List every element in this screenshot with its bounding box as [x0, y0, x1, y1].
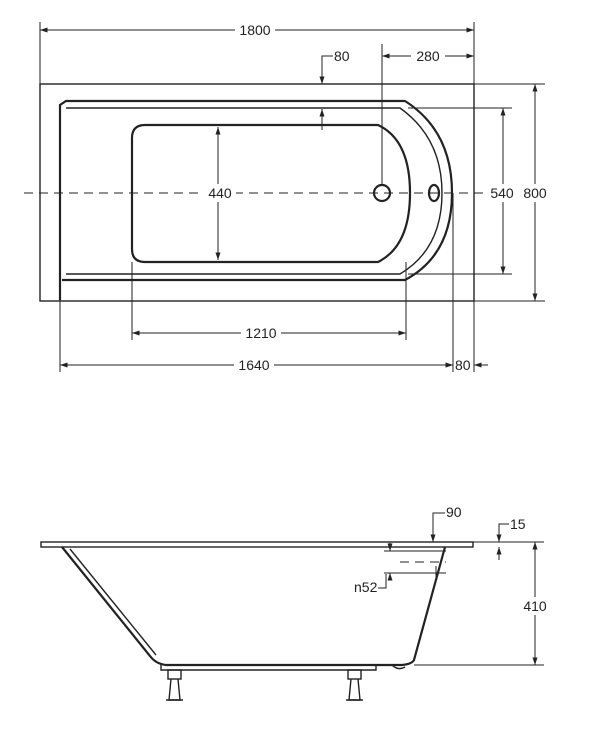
basin-bottom: [130, 123, 412, 264]
side-view: 90 15 n52 410: [40, 504, 551, 701]
dim-rim-to-drain: 80: [334, 48, 350, 64]
dim-rim-thickness: 15: [510, 516, 526, 532]
dim-overall-length: 1800: [239, 22, 270, 38]
overflow-hole-icon: [427, 183, 441, 203]
tub-bottom-plate: [160, 665, 377, 671]
drain-bump: [391, 664, 406, 670]
dim-basin-width: 540: [490, 185, 514, 201]
dim-basin-bottom-length: 1210: [245, 325, 276, 341]
tub-body-inner-edge: [69, 548, 157, 656]
side-rim: [40, 541, 474, 548]
leader-n52: [378, 574, 387, 589]
dim-overflow-diameter: n52: [354, 579, 378, 595]
dim-overall-width: 800: [523, 185, 547, 201]
plan-view: 1800 80 280 440 540 800 1210: [24, 21, 549, 374]
tub-body: [61, 546, 447, 667]
dim-overflow-offset: 90: [446, 504, 462, 520]
dim-height: 410: [523, 598, 547, 614]
dim-end-rim: 80: [455, 357, 471, 373]
leader-80: [319, 55, 333, 84]
inner-rim-edge: [58, 99, 454, 300]
dim-inner-length: 1640: [238, 357, 269, 373]
leader-15: [496, 523, 509, 542]
left-foot: [166, 669, 183, 701]
dim-inner-width: 440: [208, 185, 232, 201]
right-foot: [346, 669, 363, 701]
inner-rim-edge-offset: [66, 107, 443, 275]
leader-90: [430, 512, 445, 542]
dim-drain-to-end: 280: [416, 48, 440, 64]
